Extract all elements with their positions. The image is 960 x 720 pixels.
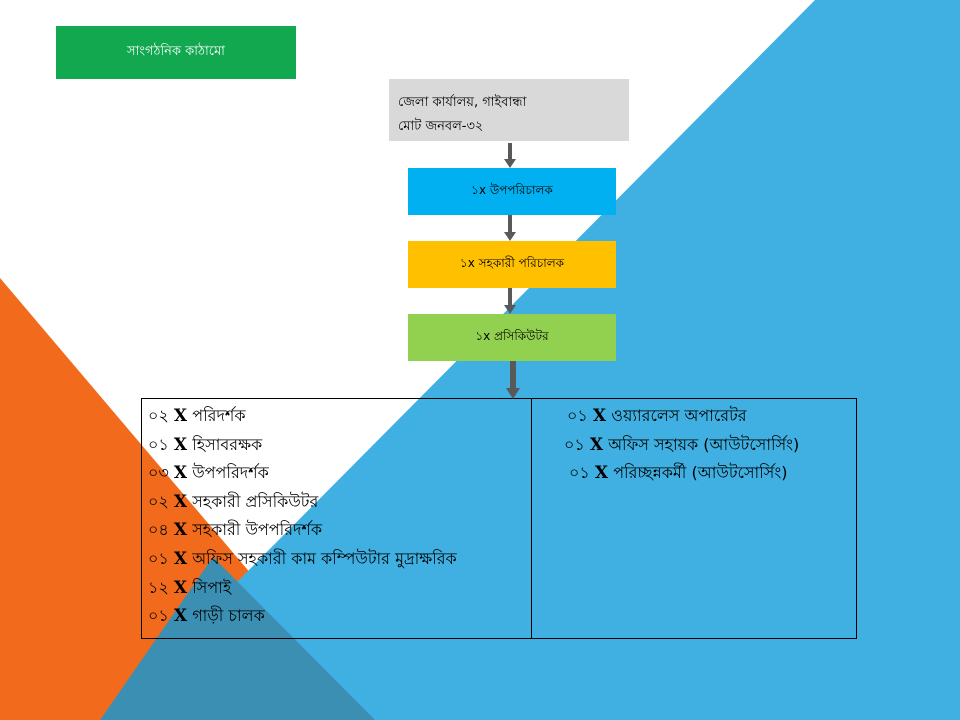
staff-item: ০১ X গাড়ী চালক	[148, 602, 457, 631]
staff-item: ০৪ X সহকারী উপপরিদর্শক	[148, 516, 457, 545]
staff-role: সিপাই	[192, 577, 232, 597]
staff-multiplier: X	[173, 463, 188, 484]
staff-role: উপপরিদর্শক	[192, 463, 269, 483]
connector-arrow	[505, 361, 521, 399]
staff-list-box: ০২ X পরিদর্শক ০১ X হিসাবরক্ষক ০৩ X উপপরি…	[141, 398, 857, 639]
role-label: ১x সহকারী পরিচালক	[459, 255, 565, 270]
role-label: ১x প্রসিকিউটর	[475, 328, 549, 343]
staff-column-right: ০১ X ওয়্যারলেস অপারেটর ০১ X অফিস সহায়ক…	[564, 402, 799, 488]
staff-multiplier: X	[173, 577, 188, 598]
staff-role: গাড়ী চালক	[192, 606, 265, 626]
staff-count: ০১	[569, 463, 590, 483]
staff-count: ০১	[148, 606, 169, 626]
office-name: জেলা কার্যালয়, গাইবান্ধা	[398, 95, 527, 110]
staff-multiplier: X	[173, 491, 188, 512]
staff-count: ০৩	[148, 463, 169, 483]
role-label: ১x উপপরিচালক	[471, 182, 553, 197]
staff-multiplier: X	[173, 434, 188, 455]
staff-role: সহকারী প্রসিকিউটর	[192, 491, 319, 511]
staff-multiplier: X	[173, 606, 188, 627]
staff-role: পরিচ্ছন্নকর্মী (আউটসোর্সিং)	[613, 463, 788, 483]
total-staff: মোট জনবল-৩২	[398, 119, 484, 134]
staff-column-left: ০২ X পরিদর্শক ০১ X হিসাবরক্ষক ০৩ X উপপরি…	[148, 402, 457, 631]
staff-role: পরিদর্শক	[192, 406, 246, 425]
office-header-box: জেলা কার্যালয়, গাইবান্ধা মোট জনবল-৩২	[389, 79, 629, 141]
staff-item: ০২ X পরিদর্শক	[148, 402, 457, 431]
connector-arrow	[503, 288, 517, 314]
staff-item: ০৩ X উপপরিদর্শক	[148, 459, 457, 488]
staff-item: ১২ X সিপাই	[148, 574, 457, 603]
staff-role: সহকারী উপপরিদর্শক	[192, 520, 323, 540]
staff-count: ০৪	[148, 520, 169, 540]
staff-count: ০১	[564, 434, 585, 454]
page-title: সাংগঠনিক কাঠামো	[56, 26, 296, 79]
staff-role: হিসাবরক্ষক	[192, 434, 263, 454]
column-divider	[531, 399, 532, 638]
role-box-assistant-director: ১x সহকারী পরিচালক	[408, 241, 616, 288]
staff-item: ০১ X ওয়্যারলেস অপারেটর	[564, 402, 799, 431]
staff-count: ০১	[148, 548, 169, 568]
page-title-text: সাংগঠনিক কাঠামো	[127, 44, 225, 59]
staff-item: ০১ X পরিচ্ছন্নকর্মী (আউটসোর্সিং)	[564, 459, 799, 488]
staff-multiplier: X	[173, 548, 188, 569]
staff-item: ০১ X অফিস সহায়ক (আউটসোর্সিং)	[564, 431, 799, 460]
staff-multiplier: X	[594, 463, 609, 484]
staff-item: ০১ X অফিস সহকারী কাম কম্পিউটার মুদ্রাক্ষ…	[148, 545, 457, 574]
staff-role: অফিস সহায়ক (আউটসোর্সিং)	[608, 434, 800, 454]
staff-multiplier: X	[589, 434, 604, 455]
staff-count: ০১	[148, 434, 169, 454]
staff-role: ওয়্যারলেস অপারেটর	[611, 406, 747, 425]
staff-count: ০২	[148, 491, 169, 511]
staff-multiplier: X	[592, 406, 607, 426]
staff-item: ০১ X হিসাবরক্ষক	[148, 431, 457, 460]
connector-arrow	[503, 215, 517, 241]
connector-arrow	[503, 143, 517, 168]
staff-item: ০২ X সহকারী প্রসিকিউটর	[148, 488, 457, 517]
role-box-prosecutor: ১x প্রসিকিউটর	[408, 314, 616, 361]
staff-multiplier: X	[173, 406, 188, 426]
staff-count: ০১	[567, 406, 588, 425]
role-box-deputy-director: ১x উপপরিচালক	[408, 168, 616, 215]
staff-count: ০২	[148, 406, 169, 425]
staff-role: অফিস সহকারী কাম কম্পিউটার মুদ্রাক্ষরিক	[192, 548, 457, 568]
staff-count: ১২	[148, 577, 169, 597]
staff-multiplier: X	[173, 520, 188, 541]
